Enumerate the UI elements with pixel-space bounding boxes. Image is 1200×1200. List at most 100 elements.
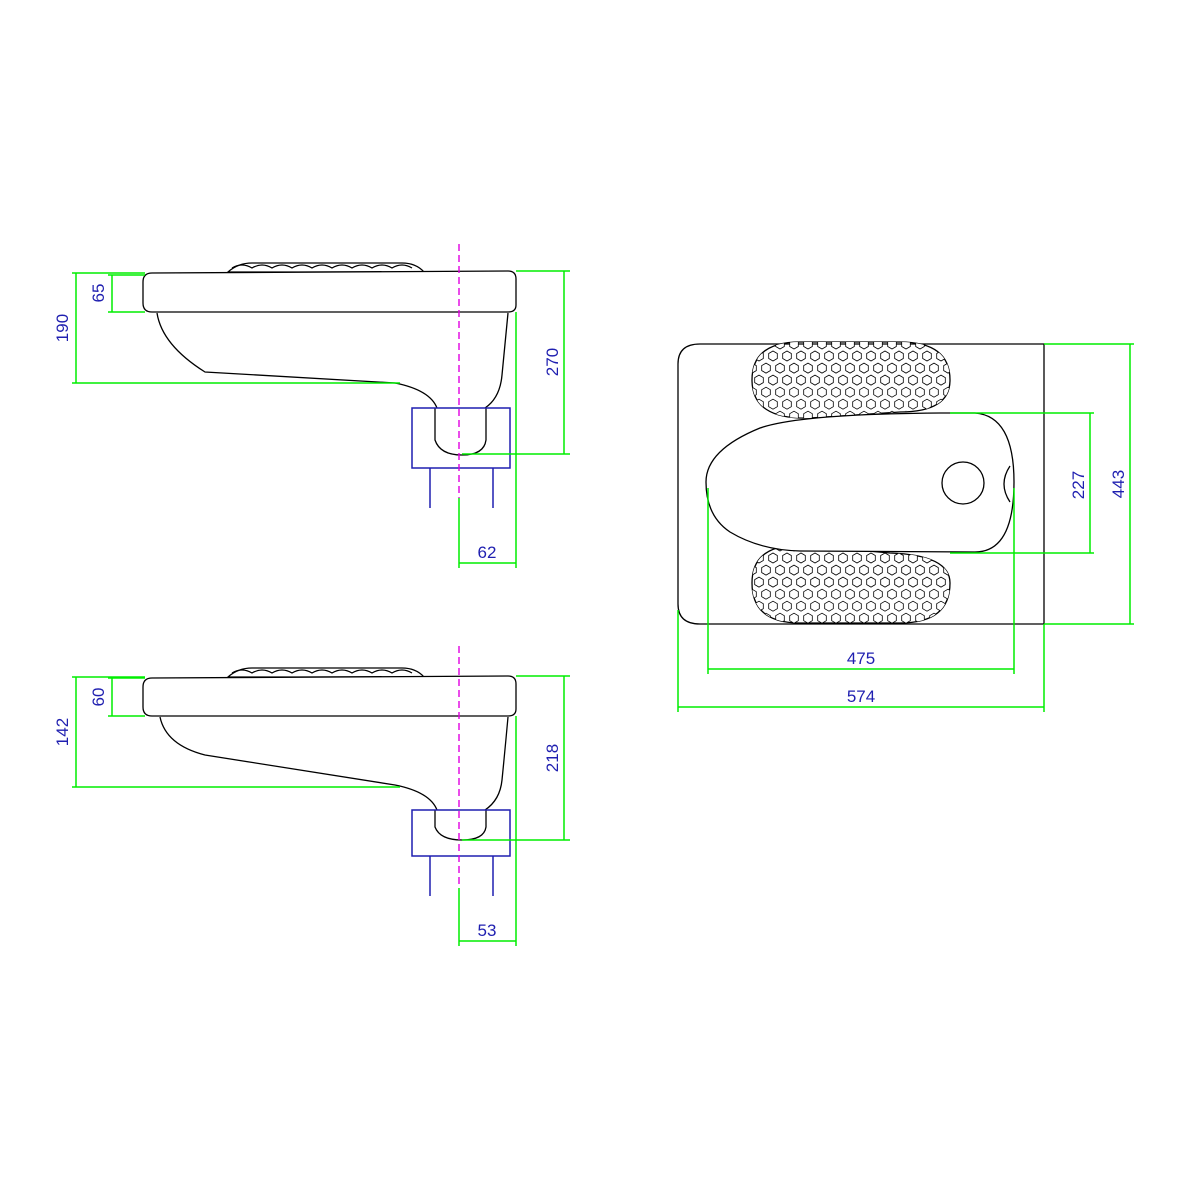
grip-hex <box>838 350 848 362</box>
grip-hex <box>866 552 876 564</box>
grip-hex <box>768 576 778 588</box>
grip-hex <box>887 342 897 350</box>
grip-hex <box>782 600 792 612</box>
grip-hex <box>887 362 897 374</box>
grip-hex <box>768 350 778 362</box>
grip-hex <box>824 350 834 362</box>
grip-hex <box>817 386 827 398</box>
grip-hex <box>831 588 841 600</box>
grip-hex <box>845 342 855 350</box>
dim-label-270: 270 <box>543 348 562 376</box>
grip-hex <box>752 386 757 398</box>
grip-hex <box>796 576 806 588</box>
grip-hex <box>789 342 799 350</box>
grip-hex <box>936 350 946 362</box>
grip-hex <box>824 576 834 588</box>
grip-hex <box>789 410 799 419</box>
grip-hex <box>887 612 897 623</box>
grip-hex <box>922 600 932 612</box>
grip-hex <box>803 342 813 350</box>
grip-hex <box>859 588 869 600</box>
dim-label-53: 53 <box>478 921 497 940</box>
grip-hex <box>880 350 890 362</box>
grip-hex <box>803 410 813 419</box>
grip-hex <box>852 600 862 612</box>
foot-grip-profile <box>226 667 426 678</box>
plan-slab <box>677 343 1045 625</box>
grip-hex <box>831 386 841 398</box>
grip-hex <box>754 600 764 612</box>
grip-hex <box>908 576 918 588</box>
grip-hex <box>761 362 771 374</box>
foot-pad-top-texture <box>752 342 950 419</box>
siphon <box>434 408 487 456</box>
grip-hex <box>803 386 813 398</box>
grip-hex <box>936 552 946 564</box>
grip-hex <box>782 576 792 588</box>
grip-hex <box>880 398 890 410</box>
grip-hex <box>775 564 785 576</box>
dim-443: 443 <box>1044 343 1134 625</box>
grip-hex <box>796 552 806 564</box>
grip-hex <box>887 564 897 576</box>
grip-hex <box>852 576 862 588</box>
slab <box>142 675 517 717</box>
grip-hex <box>845 612 855 623</box>
foot-grip-profile <box>226 262 426 273</box>
grip-hex <box>810 374 820 386</box>
grip-hex <box>929 564 939 576</box>
grip-hex <box>831 362 841 374</box>
grip-hex <box>752 612 757 623</box>
grip-hex <box>796 398 806 410</box>
dim-label-60: 60 <box>89 688 108 707</box>
grip-hex <box>796 600 806 612</box>
grip-hex <box>936 576 946 588</box>
grip-hex <box>887 386 897 398</box>
grip-hex <box>859 342 869 350</box>
dim-60: 60 <box>89 677 145 717</box>
grip-hex <box>775 588 785 600</box>
grip-hex <box>873 588 883 600</box>
grip-hex <box>880 576 890 588</box>
grip-hex <box>782 552 792 564</box>
grip-hex <box>838 576 848 588</box>
grip-hex <box>761 564 771 576</box>
foot-pad-bottom <box>751 544 951 624</box>
grip-hex <box>817 410 827 419</box>
grip-hex <box>768 374 778 386</box>
grip-hex <box>789 386 799 398</box>
grip-hex <box>754 374 764 386</box>
dim-475: 475 <box>707 488 1015 674</box>
grip-hex <box>859 612 869 623</box>
grip-hex <box>887 588 897 600</box>
pan-notch <box>1003 465 1011 503</box>
grip-hex <box>873 342 883 350</box>
grip-hex <box>845 588 855 600</box>
grip-hex <box>789 588 799 600</box>
dim-142: 142 <box>53 676 400 788</box>
grip-hex <box>922 350 932 362</box>
grip-hex <box>775 362 785 374</box>
grip-hex <box>752 564 757 576</box>
grip-hex <box>845 386 855 398</box>
side-view-top: 65 190 270 62 <box>53 244 570 568</box>
grip-hex <box>852 374 862 386</box>
grip-hex <box>782 374 792 386</box>
grip-hex <box>831 612 841 623</box>
grip-hex <box>775 386 785 398</box>
side-view-bottom: 60 142 218 53 <box>53 646 570 946</box>
grip-hex <box>915 386 925 398</box>
grip-hex <box>943 362 950 374</box>
grip-hex <box>754 576 764 588</box>
grip-hex <box>761 386 771 398</box>
drain-hole <box>941 461 985 505</box>
grip-hex <box>803 612 813 623</box>
dim-label-574: 574 <box>847 687 875 706</box>
grip-hex <box>789 362 799 374</box>
grip-hex <box>866 576 876 588</box>
grip-hex <box>943 612 950 623</box>
grip-hex <box>817 342 827 350</box>
grip-hex <box>880 600 890 612</box>
grip-hex <box>831 564 841 576</box>
